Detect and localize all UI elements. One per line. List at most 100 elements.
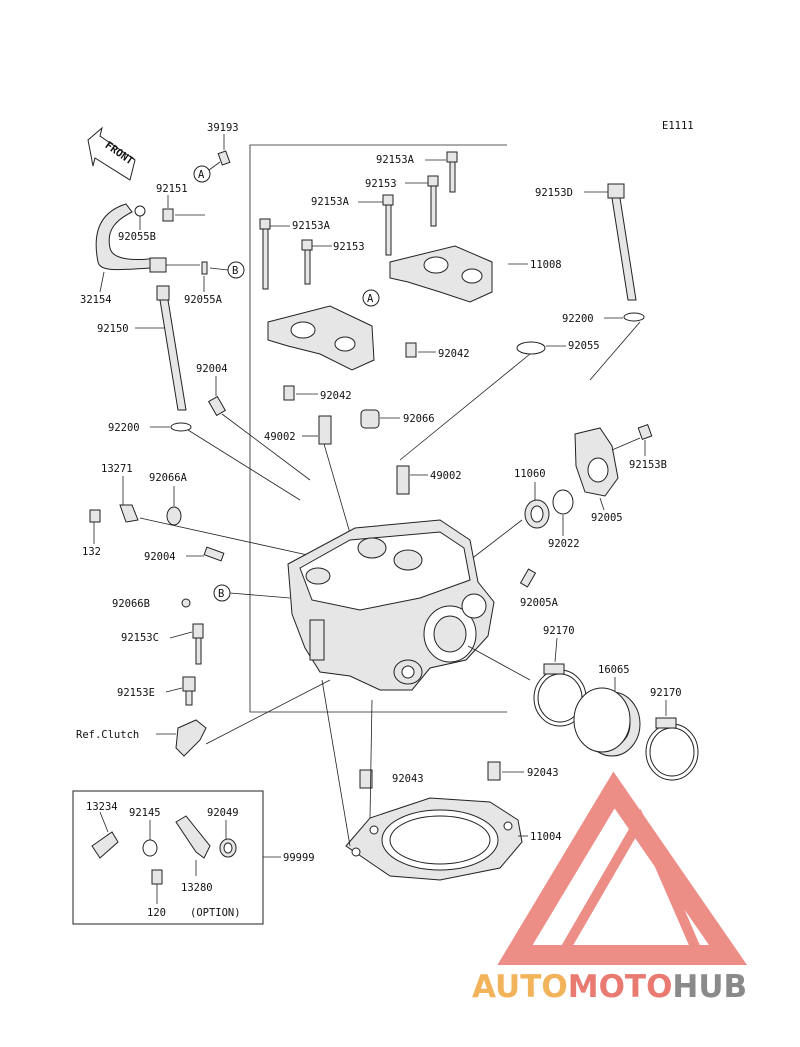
part-cylinder-head bbox=[287, 519, 495, 691]
part-92066 bbox=[360, 409, 380, 429]
label-92200-left: 92200 bbox=[108, 422, 140, 434]
part-92200-right bbox=[623, 312, 645, 322]
part-11008-cam-cap-upper bbox=[389, 245, 493, 303]
part-92043-left bbox=[359, 769, 373, 789]
option-kit-box bbox=[72, 790, 264, 925]
label-92153-1: 92153 bbox=[365, 178, 397, 190]
callout-b-lower-label: B bbox=[218, 588, 224, 600]
label-99999: 99999 bbox=[283, 852, 315, 864]
label-92042-upper: 92042 bbox=[438, 348, 470, 360]
main-assembly-frame bbox=[249, 144, 507, 713]
part-13271 bbox=[119, 504, 139, 523]
diagram-code: E1111 bbox=[662, 120, 694, 132]
part-49002-right bbox=[396, 465, 410, 495]
part-92153C bbox=[195, 637, 202, 665]
part-92022 bbox=[552, 489, 574, 515]
label-92153C: 92153C bbox=[121, 632, 159, 644]
label-92004-top: 92004 bbox=[196, 363, 228, 375]
label-92153A-1: 92153A bbox=[376, 154, 415, 166]
label-option: (OPTION) bbox=[190, 907, 241, 919]
part-92005A bbox=[519, 568, 537, 588]
part-49002-left bbox=[318, 415, 332, 445]
label-92150: 92150 bbox=[97, 323, 129, 335]
part-92200-left bbox=[170, 422, 192, 432]
label-92153D: 92153D bbox=[535, 187, 573, 199]
label-92151: 92151 bbox=[156, 183, 188, 195]
callout-b-top-label: B bbox=[232, 265, 238, 277]
label-13234: 13234 bbox=[86, 801, 118, 813]
part-92049 bbox=[219, 820, 237, 858]
label-92153E: 92153E bbox=[117, 687, 155, 699]
label-92153A-3: 92153A bbox=[292, 220, 331, 232]
part-bolt-92153A-3 bbox=[259, 218, 271, 290]
part-13280 bbox=[175, 815, 211, 876]
label-49002-left: 49002 bbox=[264, 431, 296, 443]
part-92153E-head bbox=[182, 676, 196, 692]
part-bolt-92153D bbox=[607, 183, 637, 301]
part-ref-clutch-lever bbox=[175, 719, 207, 757]
callout-a-mid bbox=[362, 289, 380, 307]
part-120 bbox=[151, 869, 163, 904]
label-92049: 92049 bbox=[207, 807, 239, 819]
part-92042-lower bbox=[283, 385, 295, 401]
part-16065-intake-holder bbox=[573, 687, 641, 757]
part-92066B bbox=[181, 598, 191, 608]
label-132: 132 bbox=[82, 546, 101, 558]
label-92042-lower: 92042 bbox=[320, 390, 352, 402]
label-49002-right: 49002 bbox=[430, 470, 462, 482]
part-92004-lower bbox=[203, 546, 225, 562]
part-bolt-92153A-2 bbox=[382, 194, 394, 256]
label-39193: 39193 bbox=[207, 122, 239, 134]
label-11004: 11004 bbox=[530, 831, 562, 843]
part-92055A bbox=[201, 261, 208, 275]
part-92055B bbox=[134, 205, 146, 217]
label-92022: 92022 bbox=[548, 538, 580, 550]
label-92153-2: 92153 bbox=[333, 241, 365, 253]
part-92150 bbox=[156, 285, 187, 411]
part-92153E bbox=[185, 690, 193, 706]
label-92170-left: 92170 bbox=[543, 625, 575, 637]
part-92153C-head bbox=[192, 623, 204, 639]
label-92200-right: 92200 bbox=[562, 313, 594, 325]
label-11008: 11008 bbox=[530, 259, 562, 271]
label-13280: 13280 bbox=[181, 882, 213, 894]
part-92005 bbox=[574, 427, 619, 497]
label-92005A: 92005A bbox=[520, 597, 559, 609]
label-92004-lower: 92004 bbox=[144, 551, 176, 563]
part-92042-upper bbox=[405, 342, 417, 358]
label-92066B: 92066B bbox=[112, 598, 150, 610]
part-13234 bbox=[91, 811, 119, 859]
label-92043-left: 92043 bbox=[392, 773, 424, 785]
label-13271: 13271 bbox=[101, 463, 133, 475]
part-11004-head-gasket bbox=[345, 797, 523, 881]
part-bolt-92153-1 bbox=[427, 175, 439, 227]
label-32154: 32154 bbox=[80, 294, 112, 306]
callout-a-mid-label: A bbox=[367, 293, 374, 305]
label-92066A: 92066A bbox=[149, 472, 188, 484]
part-92066A bbox=[166, 506, 182, 526]
label-92055B: 92055B bbox=[118, 231, 156, 243]
part-92151 bbox=[162, 208, 174, 222]
callout-a-top-label: A bbox=[198, 169, 205, 181]
label-92043-right: 92043 bbox=[527, 767, 559, 779]
label-92055A: 92055A bbox=[184, 294, 223, 306]
hose-fitting bbox=[149, 257, 167, 273]
part-92043-right bbox=[487, 761, 501, 781]
part-92170-clamp-left bbox=[533, 663, 587, 727]
part-92170-clamp-right bbox=[645, 717, 699, 781]
part-92055-oring bbox=[516, 341, 546, 355]
label-120: 120 bbox=[147, 907, 166, 919]
part-92004-top bbox=[207, 395, 227, 417]
label-92153B: 92153B bbox=[629, 459, 667, 471]
label-92005: 92005 bbox=[591, 512, 623, 524]
label-92055: 92055 bbox=[568, 340, 600, 352]
part-11008-cam-cap-lower bbox=[267, 305, 375, 371]
part-132 bbox=[89, 509, 101, 523]
label-11060: 11060 bbox=[514, 468, 546, 480]
part-39193 bbox=[217, 134, 231, 166]
label-92066: 92066 bbox=[403, 413, 435, 425]
watermark-logo-icon bbox=[497, 771, 748, 965]
label-92153A-2: 92153A bbox=[311, 196, 350, 208]
part-bolt-92153A-1 bbox=[446, 151, 458, 193]
